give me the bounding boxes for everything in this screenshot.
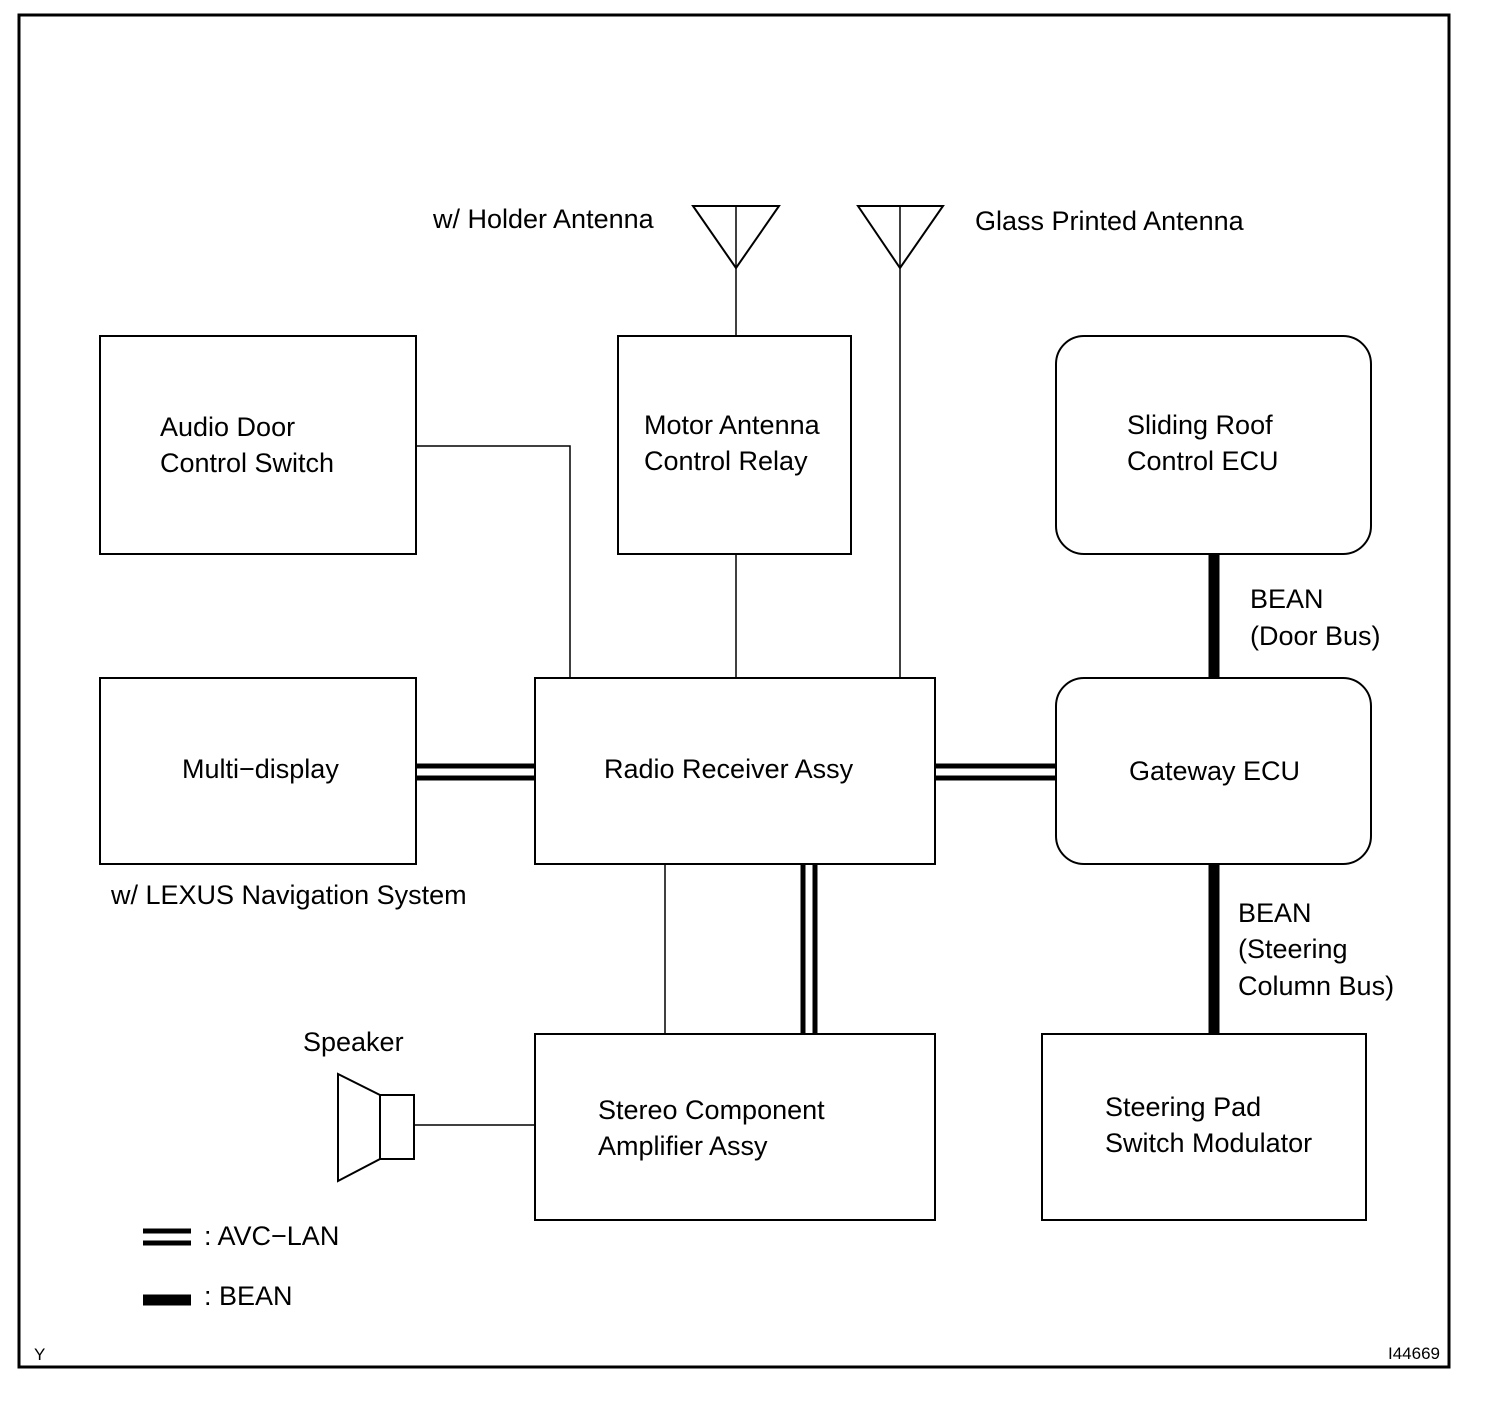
glass-antenna-icon — [856, 205, 945, 678]
motor-relay-label: Motor Antenna Control Relay — [644, 410, 827, 476]
motor-antenna-control-relay-box — [617, 335, 852, 555]
multi-display-label: Multi−display — [182, 754, 339, 784]
legend: : AVC−LAN : BEAN — [143, 1221, 339, 1311]
holder-antenna-icon — [691, 205, 781, 336]
diagram-frame — [17, 13, 1451, 1369]
stereo-component-amplifier-box — [534, 1033, 936, 1221]
steering-pad-label: Steering Pad Switch Modulator — [1105, 1092, 1312, 1158]
radio-receiver-label: Radio Receiver Assy — [604, 754, 854, 784]
audio-door-control-switch-box — [99, 335, 417, 555]
radio-receiver-assy-box — [534, 677, 936, 865]
figure-code: I44669 — [1388, 1344, 1440, 1363]
steering-pad-switch-modulator-box — [1041, 1033, 1367, 1221]
steering-bus-label: BEAN (Steering Column Bus) — [1238, 898, 1394, 1001]
legend-avc-lan-label: : AVC−LAN — [204, 1221, 339, 1251]
stereo-amp-label: Stereo Component Amplifier Assy — [598, 1095, 832, 1161]
avc-lan-multidisplay-radio — [416, 763, 535, 781]
audio-door-label: Audio Door Control Switch — [160, 412, 334, 478]
door-bus-label: BEAN (Door Bus) — [1250, 584, 1381, 651]
navigation-note: w/ LEXUS Navigation System — [110, 880, 467, 910]
legend-avc-lan-symbol — [143, 1228, 191, 1246]
corner-mark-left: Y — [34, 1345, 45, 1364]
gateway-ecu-label: Gateway ECU — [1129, 756, 1300, 786]
speaker-label: Speaker — [303, 1027, 404, 1057]
avc-lan-radio-amplifier — [800, 864, 818, 1034]
holder-antenna-label: w/ Holder Antenna — [432, 204, 655, 234]
glass-antenna-label: Glass Printed Antenna — [975, 206, 1245, 236]
multi-display-box — [99, 677, 417, 865]
audio-door-wire — [416, 445, 571, 678]
gateway-ecu-box — [1055, 677, 1372, 865]
avc-lan-radio-gateway — [935, 763, 1056, 781]
speaker-icon — [337, 1072, 415, 1183]
sliding-roof-label: Sliding Roof Control ECU — [1127, 410, 1280, 476]
sliding-roof-control-ecu-box — [1055, 335, 1372, 555]
legend-bean-label: : BEAN — [204, 1281, 293, 1311]
